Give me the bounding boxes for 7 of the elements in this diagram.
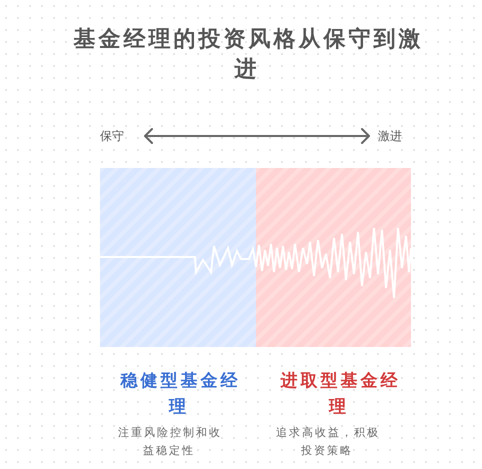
scale-start-label: 保守 (100, 128, 125, 145)
group-heading: 稳健型基金经理 (119, 370, 242, 419)
group-description: 追求高收益，积极投资策略 (275, 425, 381, 459)
scale-end-label: 激进 (378, 128, 403, 145)
diagram-title: 基金经理的投资风格从保守到激进 (72, 25, 424, 84)
group-description: 注重风险控制和收益稳定性 (117, 425, 223, 459)
group-heading: 进取型基金经理 (279, 370, 402, 419)
